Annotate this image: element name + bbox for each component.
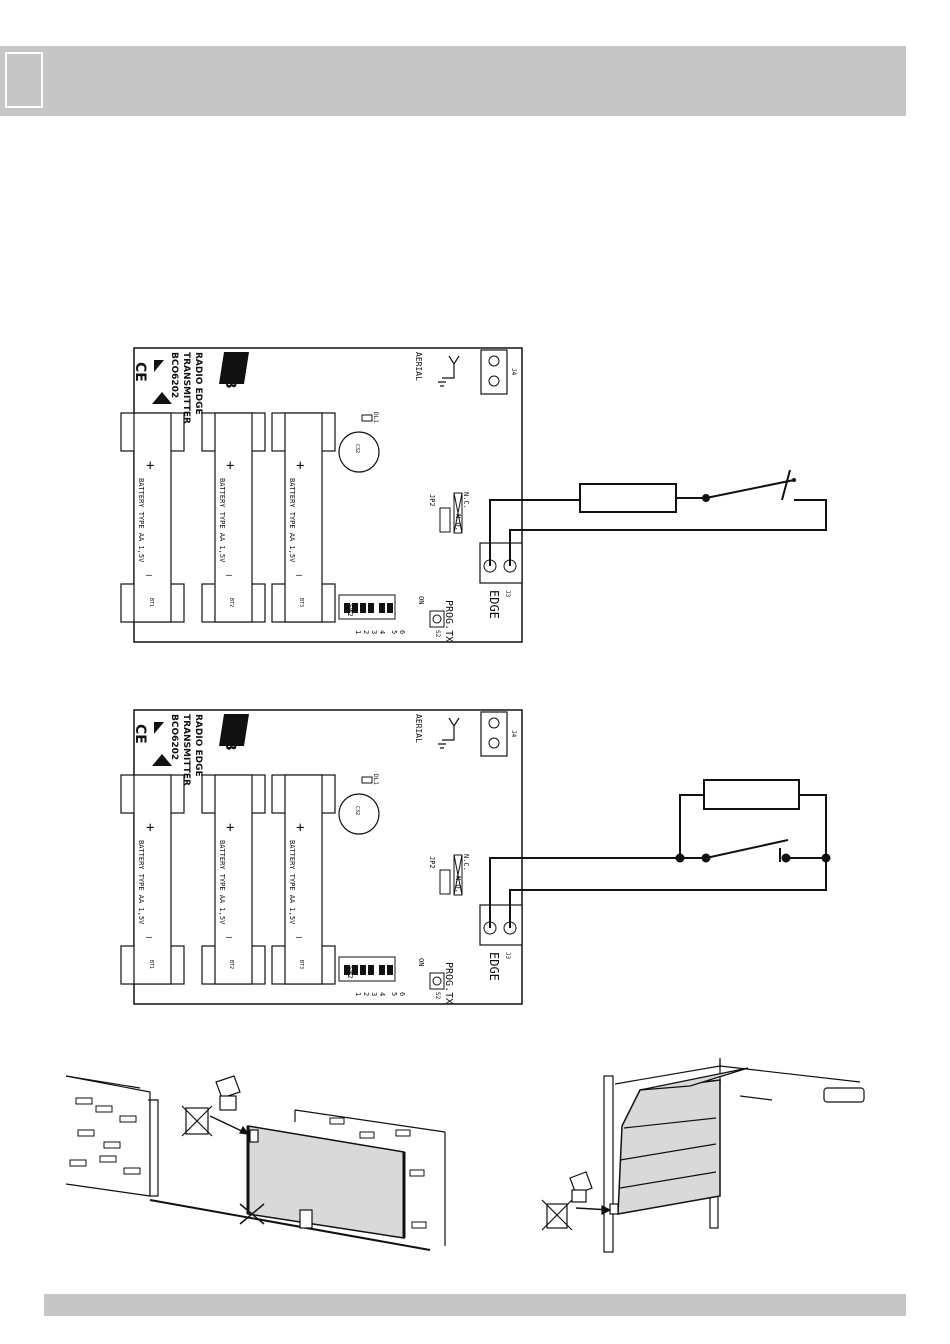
svg-text:RIB: RIB	[222, 724, 238, 751]
board-1-texts: RIB RADIO EDGE TRANSMITTER BCO6202 CE BA…	[132, 352, 517, 642]
sectional-door-illustration	[541, 1058, 865, 1253]
title-line1: RADIO EDGE	[193, 352, 203, 415]
footer-band	[44, 1294, 906, 1316]
battery-2-label: BATTERY TYPE AA 1,5V	[218, 478, 226, 563]
plus-1: +	[146, 458, 154, 474]
svg-text:BT3: BT3	[298, 960, 304, 969]
svg-text:S2: S2	[434, 992, 441, 1000]
svg-text:BATTERY TYPE AA 1,5V: BATTERY TYPE AA 1,5V	[137, 840, 145, 925]
crossed-bin-icon	[541, 1199, 573, 1231]
svg-text:J4: J4	[510, 730, 517, 738]
wiring-2	[489, 779, 831, 928]
ce-mark-icon: CE	[132, 362, 148, 382]
bt1-label: BT1	[148, 598, 154, 607]
transmitter-icon	[215, 1075, 241, 1111]
jp2-label: JP2	[428, 494, 436, 507]
minus-2: —	[226, 570, 233, 581]
wiring-1	[489, 469, 827, 566]
header-box	[5, 52, 43, 108]
svg-text:—: —	[296, 932, 303, 943]
svg-text:DL1: DL1	[372, 774, 379, 785]
j3-label: J3	[504, 590, 511, 598]
nc-label: N.C.	[462, 492, 470, 509]
svg-text:TRANSMITTER: TRANSMITTER	[181, 714, 191, 786]
crossed-bin-icon	[181, 1105, 213, 1137]
svg-text:J3: J3	[504, 952, 511, 960]
bt2-label: BT2	[228, 598, 234, 607]
sliding-gate-illustration	[65, 1075, 446, 1251]
battery-1-label: BATTERY TYPE AA 1,5V	[137, 478, 145, 563]
svg-text:5: 5	[390, 992, 398, 996]
svg-text:AERIAL: AERIAL	[414, 714, 423, 743]
minus-3: —	[296, 570, 303, 581]
svg-text:—: —	[226, 932, 233, 943]
svg-text:EDGE: EDGE	[487, 952, 501, 981]
header-band	[0, 46, 906, 116]
plus-2: +	[226, 458, 234, 474]
svg-text:BCO6202: BCO6202	[169, 714, 179, 760]
prog-label: PROG.TX	[443, 600, 454, 642]
plus-3: +	[296, 458, 304, 474]
svg-text:PROG.TX: PROG.TX	[443, 962, 454, 1004]
arrow-icon	[575, 1205, 612, 1215]
no-label: N.O.	[454, 514, 462, 531]
svg-text:C32: C32	[354, 806, 360, 815]
svg-text:N.O.: N.O.	[454, 876, 462, 893]
aerial-label: AERIAL	[414, 352, 423, 381]
battery-3-label: BATTERY TYPE AA 1,5V	[288, 478, 296, 563]
board-2-texts: RIB RADIO EDGE TRANSMITTER BCO6202 CE BA…	[132, 714, 517, 1004]
svg-text:ON: ON	[417, 958, 425, 966]
svg-text:BATTERY TYPE AA 1,5V: BATTERY TYPE AA 1,5V	[218, 840, 226, 925]
c32-label: C32	[354, 444, 360, 453]
board-1: RIB RADIO EDGE TRANSMITTER BCO6202 CE BA…	[120, 347, 523, 643]
bt3-label: BT3	[298, 598, 304, 607]
svg-text:6: 6	[398, 992, 406, 996]
edge-label: EDGE	[487, 590, 501, 619]
svg-text:2: 2	[362, 992, 370, 996]
svg-text:N.C.: N.C.	[462, 854, 470, 871]
dip-numbers: 1	[354, 630, 362, 634]
svg-text:SW2: SW2	[346, 966, 354, 979]
svg-text:BATTERY TYPE AA 1,5V: BATTERY TYPE AA 1,5V	[288, 840, 296, 925]
minus-1: —	[146, 570, 153, 581]
svg-text:3: 3	[370, 630, 378, 634]
svg-text:+: +	[146, 820, 154, 836]
svg-text:5: 5	[390, 630, 398, 634]
j4-label: J4	[510, 368, 517, 376]
sw2-label: SW2	[346, 604, 354, 617]
svg-text:2: 2	[362, 630, 370, 634]
svg-text:JP2: JP2	[428, 856, 436, 869]
svg-text:+: +	[226, 820, 234, 836]
svg-text:4: 4	[378, 630, 386, 634]
transmitter-icon	[569, 1171, 593, 1203]
logo-text: RIB	[222, 362, 238, 389]
svg-text:6: 6	[398, 630, 406, 634]
dl1-label: DL1	[372, 412, 379, 423]
s2-label: S2	[434, 630, 441, 638]
svg-text:+: +	[296, 820, 304, 836]
title-line2: TRANSMITTER	[181, 352, 191, 424]
arrow-icon	[209, 1115, 250, 1135]
board-2: RIB RADIO EDGE TRANSMITTER BCO6202 CE BA…	[120, 709, 523, 1005]
svg-text:BT1: BT1	[148, 960, 154, 969]
svg-text:BT2: BT2	[228, 960, 234, 969]
board-code: BCO6202	[169, 352, 179, 398]
svg-text:3: 3	[370, 992, 378, 996]
svg-text:4: 4	[378, 992, 386, 996]
on-label: ON	[417, 596, 425, 604]
svg-text:RADIO EDGE: RADIO EDGE	[193, 714, 203, 777]
ce-mark-icon: CE	[132, 724, 148, 744]
svg-text:1: 1	[354, 992, 362, 996]
svg-text:—: —	[146, 932, 153, 943]
